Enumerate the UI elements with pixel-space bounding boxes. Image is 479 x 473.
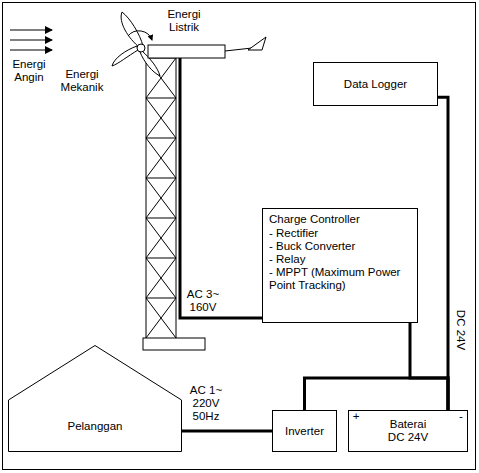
lattice-tower (146, 58, 176, 338)
tower-base (143, 338, 205, 350)
controller-box: Charge Controller- Rectifier- Buck Conve… (262, 208, 418, 323)
tower-strut (146, 138, 176, 178)
tower-strut (146, 138, 176, 178)
tower-strut (146, 218, 176, 258)
tower-strut (176, 58, 177, 338)
box-text: - Relay (269, 253, 305, 266)
terminal-sign: - (456, 410, 466, 423)
outer-frame (3, 3, 476, 470)
tower-strut (146, 258, 176, 298)
line-label: AC 1~ 220V 50Hz (186, 384, 226, 423)
tower-strut (146, 298, 176, 338)
terminal-sign: + (351, 410, 361, 423)
voltage-label: AC 3~ 160V (184, 288, 222, 314)
tower-strut (146, 258, 176, 259)
tower-strut (146, 98, 176, 138)
line-label: DC 24V (454, 310, 467, 350)
energy-label: Energi Angin (6, 58, 52, 84)
tower-strut (146, 58, 147, 338)
tower-strut (146, 298, 176, 338)
rotor (112, 12, 160, 76)
battery-box: Baterai DC 24V (348, 410, 468, 452)
tower-strut (146, 178, 176, 179)
tower-strut (146, 178, 176, 218)
box-text: Pelanggan (68, 420, 123, 433)
box-heading: Charge Controller (269, 213, 360, 226)
box-text: Baterai DC 24V (384, 418, 432, 444)
energy-label: Energi Mekanik (56, 68, 108, 94)
wind-arrows (10, 30, 52, 50)
tower-strut (146, 218, 176, 219)
logger-box: Data Logger (313, 62, 438, 106)
house-shape: Pelanggan (8, 345, 182, 452)
power-line (438, 97, 448, 410)
house-outline (8, 345, 182, 452)
box-text: Inverter (285, 425, 324, 438)
power-line (305, 378, 449, 410)
power-line (182, 430, 272, 433)
box-text: - Rectifier (269, 227, 318, 240)
tower-strut (146, 138, 176, 139)
power-line (410, 323, 448, 410)
box-text: - MPPT (Maximum Power Point Tracking) (269, 266, 411, 292)
tower-strut (146, 258, 176, 298)
inverter-box: Inverter (272, 410, 337, 452)
generator-wire (180, 58, 262, 318)
box-text: - Buck Converter (269, 240, 355, 253)
house-polygon (9, 346, 182, 452)
nacelle (148, 45, 225, 58)
box-text: Data Logger (344, 78, 407, 91)
tail-vane (225, 37, 266, 51)
tower-strut (146, 98, 176, 138)
tower-strut (146, 298, 176, 299)
energy-label: Energi Listrik (158, 8, 210, 34)
tower-strut (146, 218, 176, 258)
tower-strut (146, 98, 176, 99)
tower-strut (146, 178, 176, 218)
